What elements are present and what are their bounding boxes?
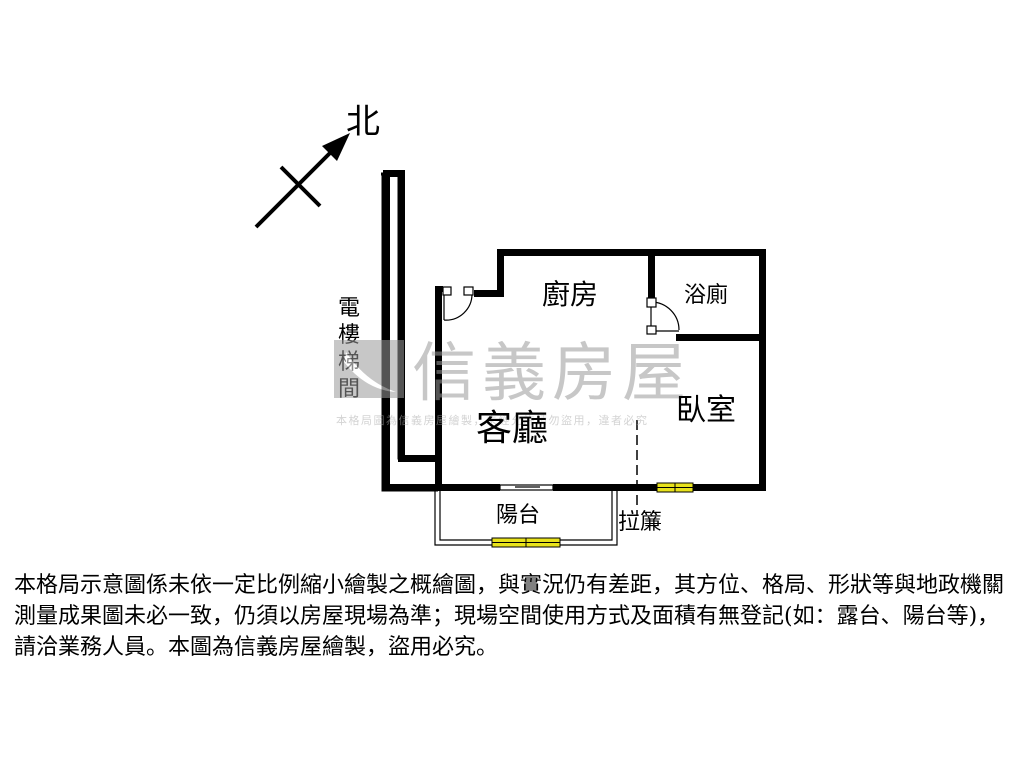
room-label-living-room: 客廳 [476,408,548,449]
compass-cross [279,165,322,208]
wall-bottom-right [693,484,766,491]
room-label-bedroom: 臥室 [676,393,736,428]
balcony-window [491,537,561,548]
stairwell-wall-fill-right [398,174,405,458]
stairwell-wall-fill-top [383,170,405,177]
room-label-bathroom: 浴廁 [684,283,728,308]
balcony-sliding-door [499,484,554,491]
stairwell-wall-fill-left [383,174,390,490]
wall-bottom-mid [553,484,657,491]
entry-door [442,286,474,321]
room-label-balcony: 陽台 [496,503,540,528]
exterior-walls [435,249,766,491]
wall-bottom-left [435,484,500,491]
stairwell-wall-outer [381,173,438,492]
stairwell-char-1: 電 [338,296,360,321]
watermark-notice: 本格局圖為信義房屋繪製，未經允許請勿盜用，違者必究 [336,413,649,427]
watermark-logo-mark [344,352,396,392]
wall-entry-right-stub [474,290,502,297]
compass-arrow-head [322,133,350,161]
curtain-label: 拉簾 [618,510,662,535]
wall-right [759,249,766,491]
stairwell-wall-fill-inner-bottom [398,455,438,462]
wall-entry-stub [435,286,443,292]
wall-living-left [435,289,442,491]
wall-bath-left [648,252,655,302]
compass: 北 [254,102,380,229]
bedroom-window [656,482,694,493]
stairwell-wall-fill-bottom [383,484,438,491]
wall-kitchen-left [497,250,504,297]
watermark-brand: 信義房屋 [412,337,692,411]
wall-bath-bottom [676,334,766,341]
bathroom-door [646,297,680,335]
floor-plan: 北 電 樓 梯 間 [254,102,766,548]
watermark-logo-box [334,340,404,398]
north-label: 北 [346,102,380,142]
watermark: 信義房屋 本格局圖為信義房屋繪製，未經允許請勿盜用，違者必究 [334,337,692,427]
room-label-kitchen: 廚房 [542,278,598,311]
doors [442,286,680,335]
disclaimer-text: 本格局示意圖係未依一定比例縮小繪製之概繪圖，與實況仍有差距，其方位、格局、形狀等… [14,573,1005,660]
wall-top [497,249,766,256]
